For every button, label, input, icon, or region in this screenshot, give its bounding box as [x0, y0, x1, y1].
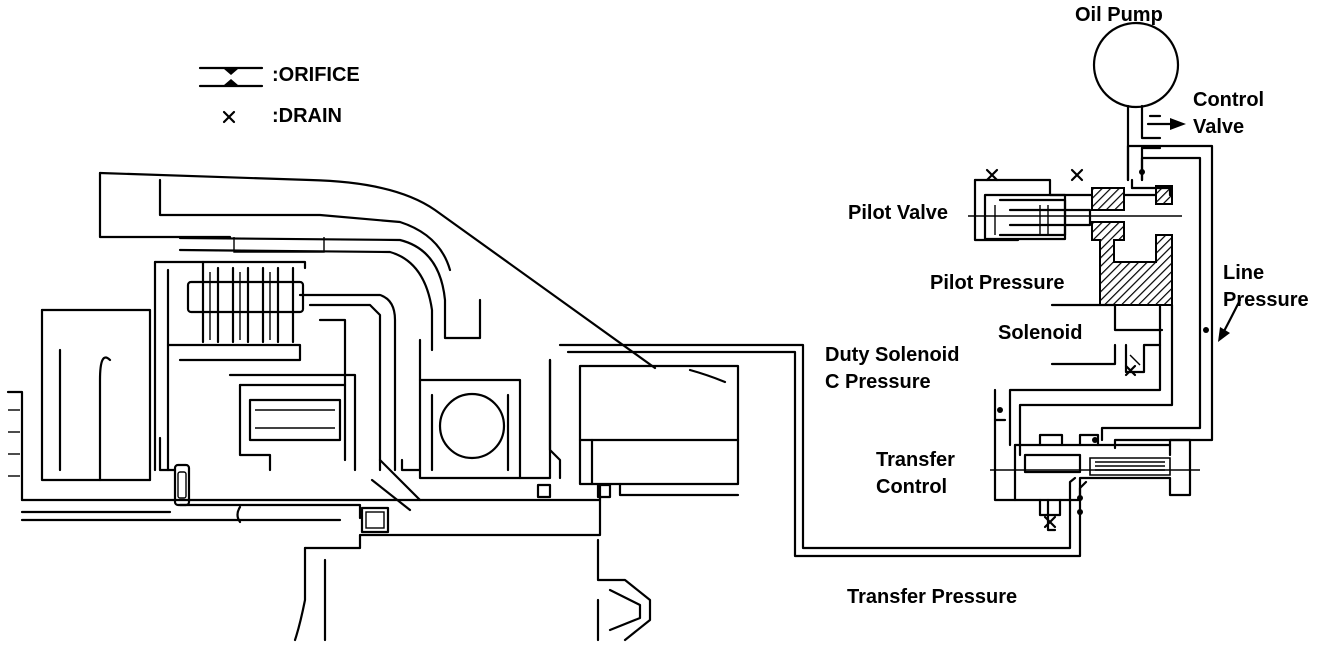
transfer-pressure-label: Transfer Pressure	[847, 586, 1018, 608]
oil-pump-label: Oil Pump	[1075, 4, 1163, 26]
transfer-control-label: Transfer Control	[876, 449, 955, 498]
duty-solenoid-c-pressure-label: Duty Solenoid C Pressure	[825, 344, 960, 393]
control-valve-label: Control Valve	[1193, 89, 1265, 138]
control-valve-arrow-icon	[1146, 118, 1186, 130]
pilot-valve-drain-icon	[985, 168, 1084, 182]
legend-drain-label: :DRAIN	[272, 105, 342, 127]
transfer-control-valve	[990, 433, 1200, 532]
solenoid-drain-icon	[1124, 364, 1137, 377]
line-pressure-line	[1100, 144, 1214, 450]
pilot-valve-label: Pilot Valve	[848, 202, 949, 224]
duty-solenoid-c-pressure-line	[993, 388, 1017, 502]
drain-symbol-icon	[222, 110, 236, 124]
line-pressure-label: Line Pressure	[1223, 262, 1309, 311]
legend-orifice-label: :ORIFICE	[272, 64, 360, 86]
pilot-pressure-line	[1008, 303, 1174, 457]
orifice-symbol-icon	[198, 66, 264, 88]
transfer-pressure-line	[558, 343, 1088, 558]
line-pressure-arrow-icon	[1218, 298, 1242, 342]
duty-solenoid-c	[1050, 303, 1164, 374]
solenoid-label: Solenoid	[998, 322, 1083, 344]
oil-pump	[1092, 21, 1180, 182]
pilot-pressure-label: Pilot Pressure	[930, 272, 1065, 294]
transfer-control-drain-icon	[1043, 515, 1057, 529]
pilot-valve	[968, 178, 1182, 306]
transfer-housing	[6, 171, 740, 642]
